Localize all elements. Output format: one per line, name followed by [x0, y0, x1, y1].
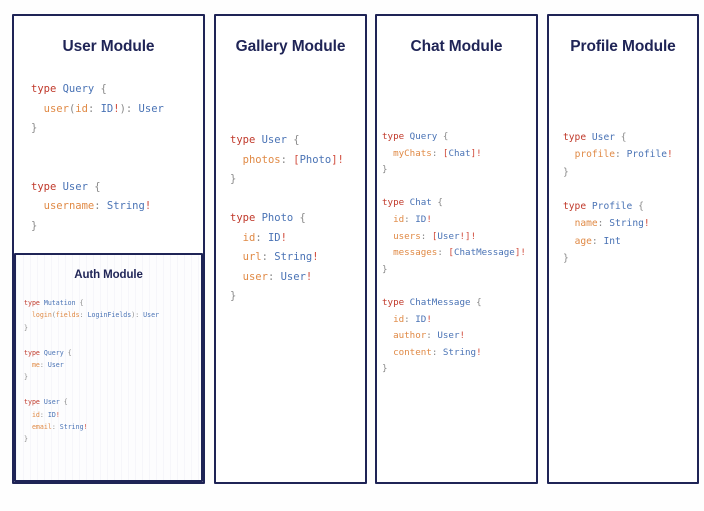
panel-chat-module[interactable]: Chat Module type Query { myChats: [Chat]…: [375, 14, 538, 484]
panel-title-user-module: User Module: [62, 38, 155, 55]
code-block-profile-module: type User { profile: Profile! } type Pro…: [563, 132, 673, 265]
panel-title-profile-module: Profile Module: [570, 38, 676, 55]
panel-title-auth-module: Auth Module: [74, 269, 143, 281]
panel-auth-module[interactable]: Auth Module type Mutation { login(fields…: [14, 253, 203, 482]
panel-user-module[interactable]: User Module type Query { user(id: ID!): …: [12, 14, 205, 484]
code-block-chat-module: type Query { myChats: [Chat]! } type Cha…: [382, 131, 526, 375]
code-block-user-module: type Query { user(id: ID!): User } type …: [31, 83, 164, 232]
code-block-gallery-module: type User { photos: [Photo]! } type Phot…: [230, 134, 344, 302]
code-block-auth-module: type Mutation { login(fields: LoginField…: [24, 299, 160, 444]
panel-gallery-module[interactable]: Gallery Module type User { photos: [Phot…: [214, 14, 367, 484]
panel-title-gallery-module: Gallery Module: [235, 38, 346, 55]
panel-profile-module[interactable]: Profile Module type User { profile: Prof…: [547, 14, 699, 484]
panel-title-chat-module: Chat Module: [410, 38, 503, 55]
